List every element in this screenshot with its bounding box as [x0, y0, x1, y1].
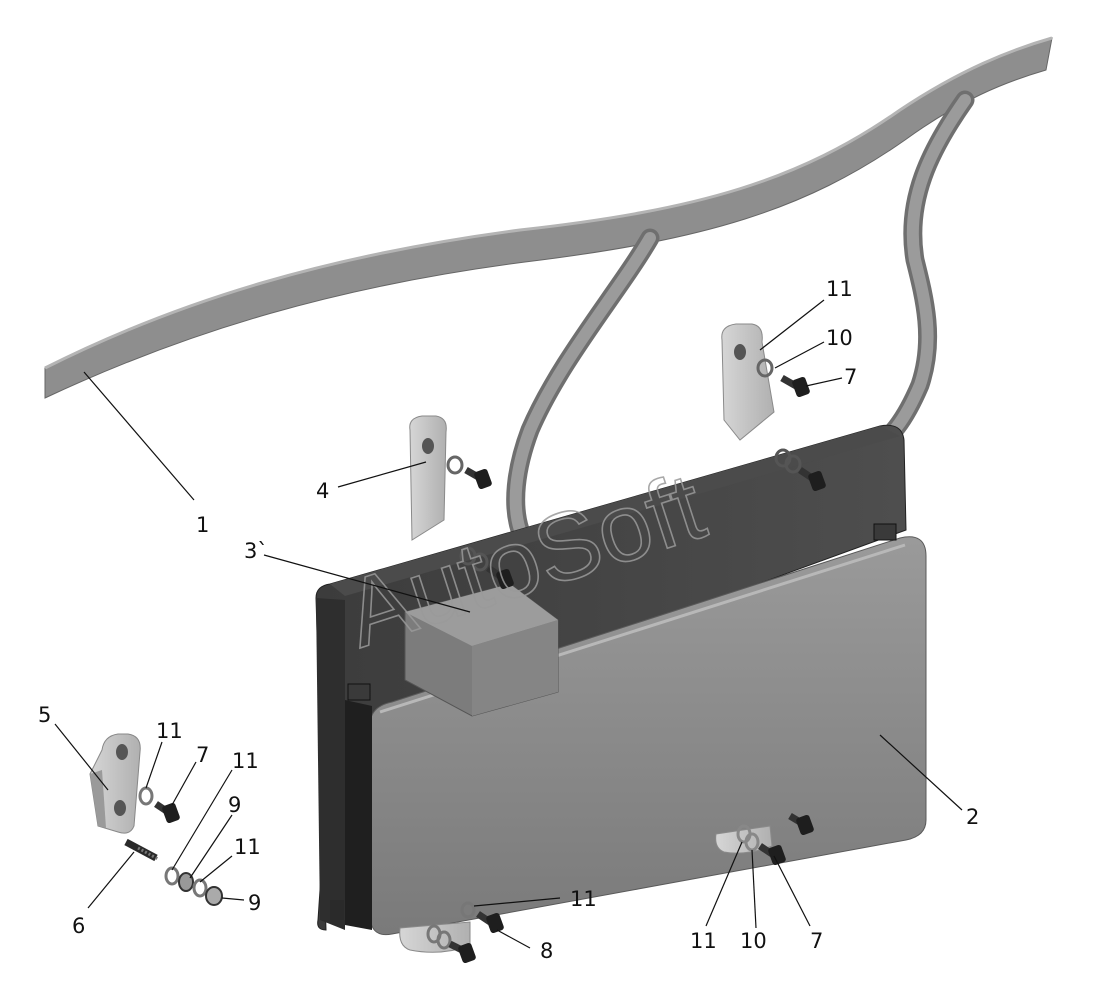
washer-icon [460, 901, 476, 919]
callout-7-lower-right: 7 [810, 929, 823, 953]
callout-11-bracket5: 11 [156, 719, 183, 743]
callout-labels: 1 2 3` 4 5 6 7 7 7 8 9 9 10 10 11 11 11 … [38, 277, 979, 963]
bolt-icon [486, 565, 514, 590]
washer-icon [192, 878, 208, 898]
bolt-icon [780, 374, 810, 398]
upper-bracket-left [409, 415, 447, 541]
clip-top-right [873, 523, 897, 541]
bolt-icon [798, 467, 826, 492]
callout-11-upper-right: 11 [826, 277, 853, 301]
callout-5: 5 [38, 703, 51, 727]
callout-4: 4 [316, 479, 329, 503]
bracket-5 [89, 733, 141, 834]
callout-11-lower-right: 11 [690, 929, 717, 953]
callout-1: 1 [196, 513, 209, 537]
callout-10-upper-right: 10 [826, 326, 853, 350]
callout-3: 3` [244, 539, 268, 563]
unit-front-cover [369, 536, 927, 936]
connector-block [404, 583, 559, 717]
upper-bracket-right [721, 323, 775, 441]
callout-2: 2 [966, 805, 979, 829]
callout-7-bracket5: 7 [196, 743, 209, 767]
bolt-icon [476, 911, 504, 934]
nut-icon [205, 886, 223, 906]
hardware-group [124, 358, 826, 964]
callout-9-lower: 9 [248, 891, 261, 915]
stud-icon [124, 838, 159, 862]
bolt-icon [758, 843, 786, 866]
callout-11-lower-left: 11 [570, 887, 597, 911]
callout-11-stud-lower: 11 [234, 835, 261, 859]
washer-icon [756, 358, 774, 378]
washer-icon [164, 866, 180, 886]
leader-lines [54, 299, 963, 949]
washer-icon [436, 930, 452, 950]
callout-8: 8 [540, 939, 553, 963]
clip-top-left [347, 683, 371, 701]
hose-main-band [44, 37, 1053, 399]
bolt-icon [448, 940, 476, 964]
washer-icon [784, 454, 802, 474]
callout-9-upper: 9 [228, 793, 241, 817]
hose-harness [44, 36, 1053, 540]
washer-icon [138, 786, 154, 806]
bolt-icon [154, 801, 180, 824]
callout-6: 6 [72, 914, 85, 938]
washer-icon [446, 455, 464, 475]
bolt-icon [788, 812, 814, 836]
nut-icon [178, 872, 194, 892]
callout-11-stud-upper: 11 [232, 749, 259, 773]
clip-bottom-left [330, 900, 344, 920]
callout-10-lower-right: 10 [740, 929, 767, 953]
callout-7-upper-right: 7 [844, 365, 857, 389]
washer-icon [471, 552, 489, 572]
bolt-icon [464, 466, 492, 490]
